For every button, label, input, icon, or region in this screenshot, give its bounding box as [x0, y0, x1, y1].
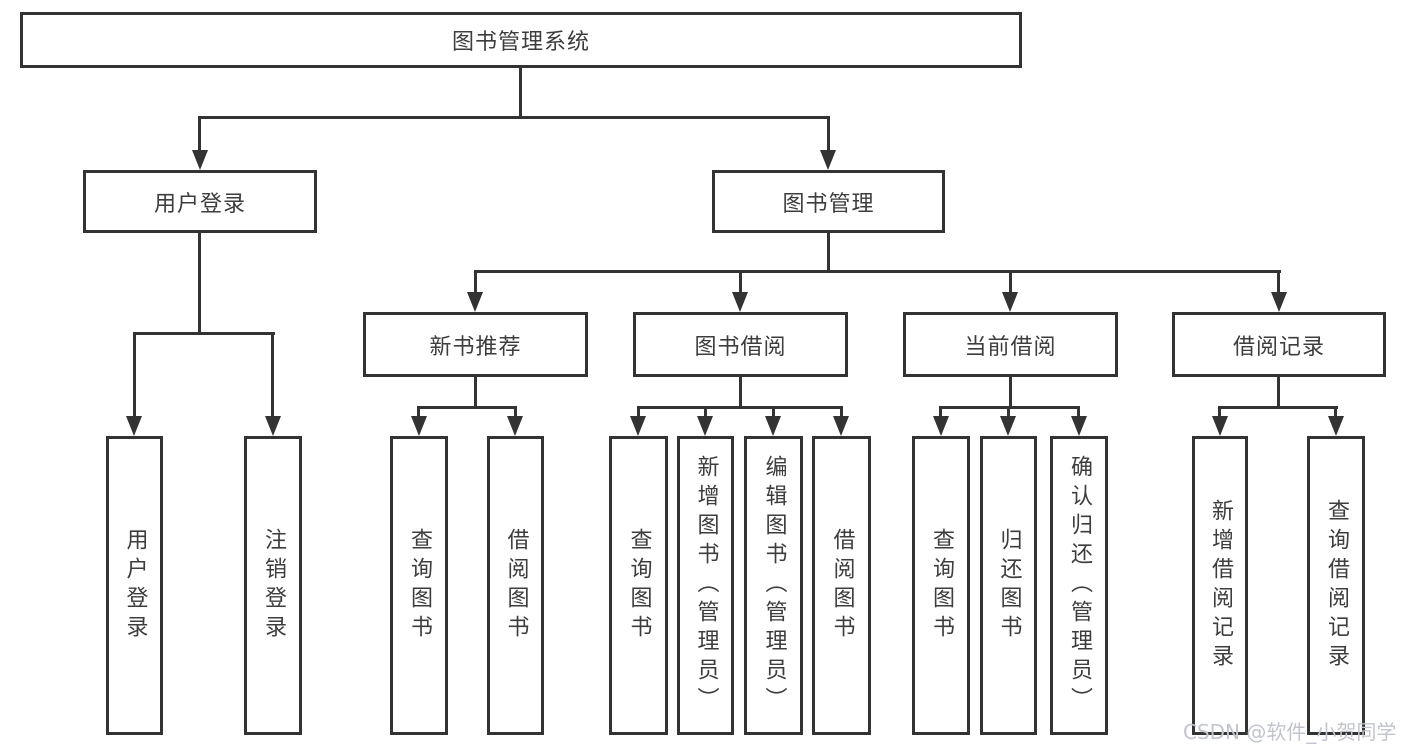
connector-drop-leaf-user-login	[133, 335, 136, 416]
arrowhead-query-newrec	[411, 416, 427, 436]
leaf-borrow-book-borrow-label: 借阅图书	[829, 527, 855, 644]
connector-drop-add-record	[1218, 409, 1221, 417]
arrowhead-book-borrow	[732, 292, 748, 312]
leaf-query-borrow-record: 查询借阅记录	[1307, 436, 1365, 735]
connector-records-trunk	[1277, 377, 1280, 409]
connector-bookborrow-branch	[637, 406, 843, 409]
leaf-logout-login-label: 注销登录	[261, 527, 286, 644]
leaf-query-book-current: 查询图书	[912, 436, 970, 735]
arrowhead-query-record	[1328, 416, 1344, 436]
node-user-login: 用户登录	[83, 170, 317, 233]
leaf-edit-book-admin-label: 编辑图书（管理员）	[761, 455, 787, 716]
csdn-watermark: CSDN @软件_小贺同学	[1183, 720, 1397, 744]
leaf-query-book-borrow-label: 查询图书	[626, 527, 652, 644]
arrowhead-confirm-return	[1071, 416, 1087, 436]
connector-records-branch	[1218, 406, 1338, 409]
leaf-return-book-label: 归还图书	[996, 527, 1022, 644]
leaf-borrow-book-borrow: 借阅图书	[812, 436, 871, 735]
leaf-query-book-newrec: 查询图书	[390, 436, 448, 735]
connector-newrec-trunk	[474, 377, 477, 409]
leaf-query-book-current-label: 查询图书	[929, 527, 954, 644]
connector-drop-query-record	[1334, 409, 1337, 417]
connector-root-branch	[198, 116, 830, 119]
connector-management-branch	[474, 270, 1281, 273]
connector-newrec-branch	[417, 406, 517, 409]
connector-drop-query-borrow	[637, 409, 640, 417]
node-current-borrow: 当前借阅	[903, 312, 1118, 377]
leaf-add-borrow-record-label: 新增借阅记录	[1208, 498, 1233, 673]
connector-management-trunk	[827, 233, 830, 272]
connector-drop-leaf-logout	[271, 335, 274, 416]
node-root: 图书管理系统	[20, 12, 1022, 68]
node-new-book-recommend-label: 新书推荐	[429, 334, 522, 360]
leaf-edit-book-admin: 编辑图书（管理员）	[744, 436, 803, 735]
connector-currentborrow-branch	[939, 406, 1080, 409]
arrowhead-return-book	[1000, 416, 1016, 436]
node-borrow-records: 借阅记录	[1172, 312, 1386, 377]
connector-drop-borrow-book	[840, 409, 843, 417]
arrowhead-query-current	[933, 416, 949, 436]
connector-drop-query-newrec	[417, 409, 420, 417]
node-book-management: 图书管理	[712, 170, 945, 233]
connector-drop-book-borrow	[739, 273, 742, 293]
node-book-borrow-label: 图书借阅	[694, 334, 787, 360]
leaf-query-borrow-record-label: 查询借阅记录	[1324, 498, 1349, 673]
connector-root-trunk	[519, 68, 522, 118]
leaf-borrow-book-newrec: 借阅图书	[487, 436, 544, 735]
connector-drop-return-book	[1007, 409, 1010, 417]
connector-drop-edit-book	[772, 409, 775, 417]
connector-drop-query-current	[939, 409, 942, 417]
leaf-logout-login: 注销登录	[244, 436, 302, 735]
connector-drop-add-book	[704, 409, 707, 417]
arrowhead-current-borrow	[1002, 292, 1018, 312]
connector-drop-borrow-newrec	[514, 409, 517, 417]
connector-drop-current-borrow	[1009, 273, 1012, 293]
leaf-user-login-label: 用户登录	[122, 527, 148, 644]
arrowhead-leaf-logout	[265, 416, 281, 436]
leaf-confirm-return-admin: 确认归还（管理员）	[1050, 436, 1108, 735]
leaf-return-book: 归还图书	[980, 436, 1037, 735]
node-user-login-label: 用户登录	[153, 191, 246, 217]
connector-drop-book-management	[827, 119, 830, 151]
node-new-book-recommend: 新书推荐	[363, 312, 588, 377]
node-book-borrow: 图书借阅	[633, 312, 848, 377]
leaf-add-book-admin: 新增图书（管理员）	[677, 436, 734, 735]
arrowhead-borrow-newrec	[507, 416, 523, 436]
arrowhead-borrow-records	[1271, 292, 1287, 312]
connector-drop-new-book-recommend	[474, 273, 477, 293]
leaf-add-book-admin-label: 新增图书（管理员）	[693, 455, 719, 716]
connector-drop-borrow-records	[1277, 273, 1280, 293]
arrowhead-add-book	[697, 416, 713, 436]
node-root-label: 图书管理系统	[451, 30, 590, 55]
node-book-management-label: 图书管理	[782, 191, 875, 217]
leaf-add-borrow-record: 新增借阅记录	[1192, 436, 1248, 735]
arrowhead-leaf-user-login	[126, 416, 142, 436]
connector-login-trunk	[198, 233, 201, 334]
arrowhead-borrow-book	[833, 416, 849, 436]
leaf-query-book-newrec-label: 查询图书	[407, 527, 432, 644]
leaf-user-login: 用户登录	[106, 436, 163, 735]
connector-bookborrow-trunk	[739, 377, 742, 409]
connector-currentborrow-trunk	[1009, 377, 1012, 409]
leaf-query-book-borrow: 查询图书	[609, 436, 668, 735]
connector-drop-confirm-return	[1077, 409, 1080, 417]
arrowhead-new-book-recommend	[467, 292, 483, 312]
arrowhead-book-management	[820, 150, 836, 170]
node-borrow-records-label: 借阅记录	[1232, 334, 1325, 360]
arrowhead-edit-book	[765, 416, 781, 436]
arrowhead-query-borrow	[630, 416, 646, 436]
connector-login-branch	[133, 332, 275, 335]
arrowhead-user-login	[192, 150, 208, 170]
connector-drop-user-login	[198, 119, 201, 151]
leaf-borrow-book-newrec-label: 借阅图书	[503, 527, 529, 644]
node-current-borrow-label: 当前借阅	[964, 334, 1057, 360]
arrowhead-add-record	[1212, 416, 1228, 436]
leaf-confirm-return-admin-label: 确认归还（管理员）	[1067, 455, 1092, 716]
